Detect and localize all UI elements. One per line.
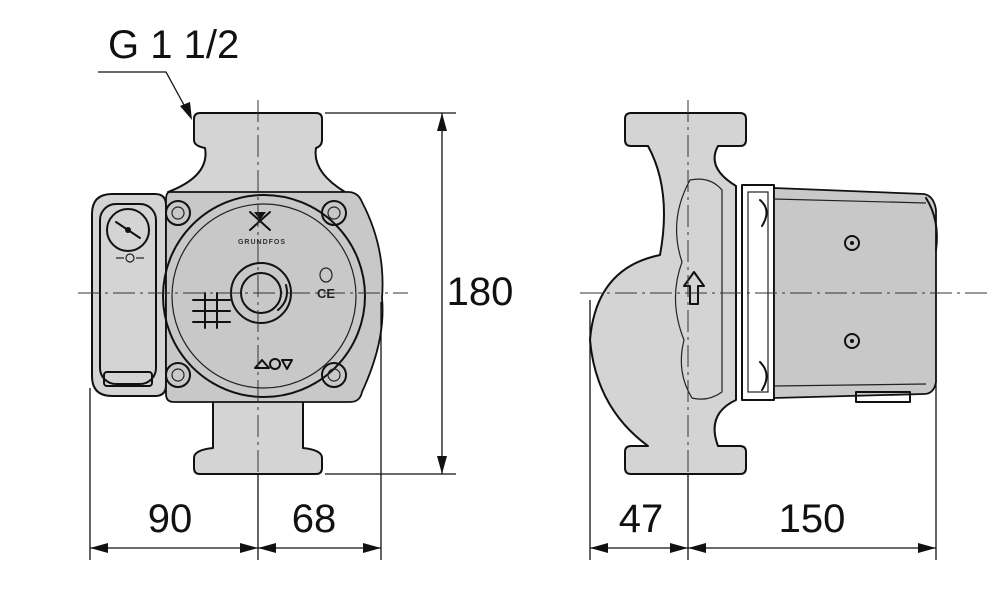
bolts <box>165 200 347 388</box>
terminal-box <box>91 193 167 397</box>
dim-side-left-label: 47 <box>619 497 664 541</box>
dim-side-right-label: 150 <box>779 497 846 541</box>
dim-front-left-label: 90 <box>148 497 193 541</box>
dimension-side-bottom: 47 150 <box>589 300 937 560</box>
front-view: GRUNDFOS CE <box>78 100 408 495</box>
stator-housing <box>165 191 384 403</box>
thread-callout: G 1 1/2 <box>98 23 239 120</box>
dim-height-label: 180 <box>447 270 514 314</box>
grundfos-logo <box>249 211 271 231</box>
speed-selector-symbol <box>192 292 231 329</box>
dim-front-right-label: 68 <box>292 497 337 541</box>
thread-label: G 1 1/2 <box>108 23 239 67</box>
flow-arrow <box>683 271 705 305</box>
dimension-180: 180 <box>325 112 514 475</box>
side-view <box>580 100 990 495</box>
brand-text: GRUNDFOS <box>238 239 286 246</box>
dimension-front-bottom: 90 68 <box>89 302 382 560</box>
